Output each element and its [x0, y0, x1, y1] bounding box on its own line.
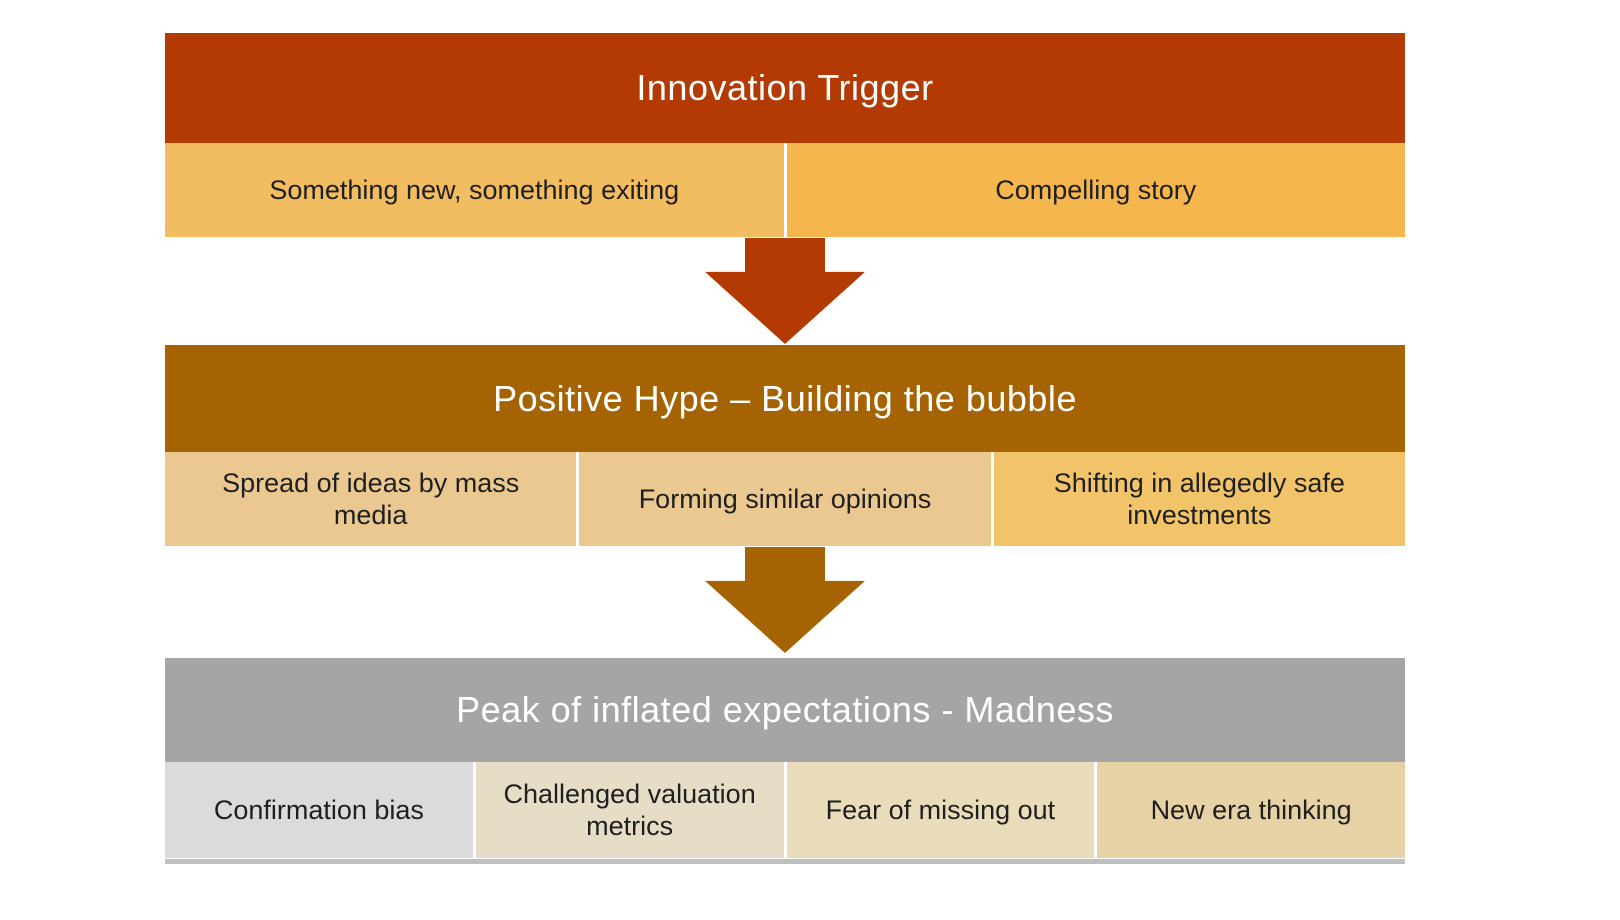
down-arrow-icon: [705, 238, 865, 344]
item-row-positive-hype: Spread of ideas by mass media Forming si…: [165, 452, 1405, 546]
item-shifting-safe-investments: Shifting in allegedly safe investments: [993, 452, 1405, 546]
section-header-peak-expectations: Peak of inflated expectations - Madness: [165, 658, 1405, 762]
item-something-new: Something new, something exiting: [165, 143, 784, 237]
item-forming-similar-opinions: Forming similar opinions: [579, 452, 991, 546]
hype-cycle-diagram: Innovation Trigger Something new, someth…: [165, 33, 1405, 864]
item-row-innovation-trigger: Something new, something exiting Compell…: [165, 143, 1405, 237]
item-confirmation-bias: Confirmation bias: [165, 762, 473, 858]
bottom-rule: [165, 859, 1405, 864]
item-spread-of-ideas: Spread of ideas by mass media: [165, 452, 577, 546]
down-arrow-icon: [705, 547, 865, 653]
item-row-peak-expectations: Confirmation bias Challenged valuation m…: [165, 762, 1405, 858]
item-challenged-valuation-metrics: Challenged valuation metrics: [475, 762, 784, 858]
arrow-zone-2: [165, 546, 1405, 658]
item-compelling-story: Compelling story: [786, 143, 1405, 237]
item-new-era-thinking: New era thinking: [1097, 762, 1405, 858]
item-fear-of-missing-out: Fear of missing out: [786, 762, 1095, 858]
section-header-innovation-trigger: Innovation Trigger: [165, 33, 1405, 143]
section-header-positive-hype: Positive Hype – Building the bubble: [165, 345, 1405, 452]
arrow-zone-1: [165, 237, 1405, 345]
